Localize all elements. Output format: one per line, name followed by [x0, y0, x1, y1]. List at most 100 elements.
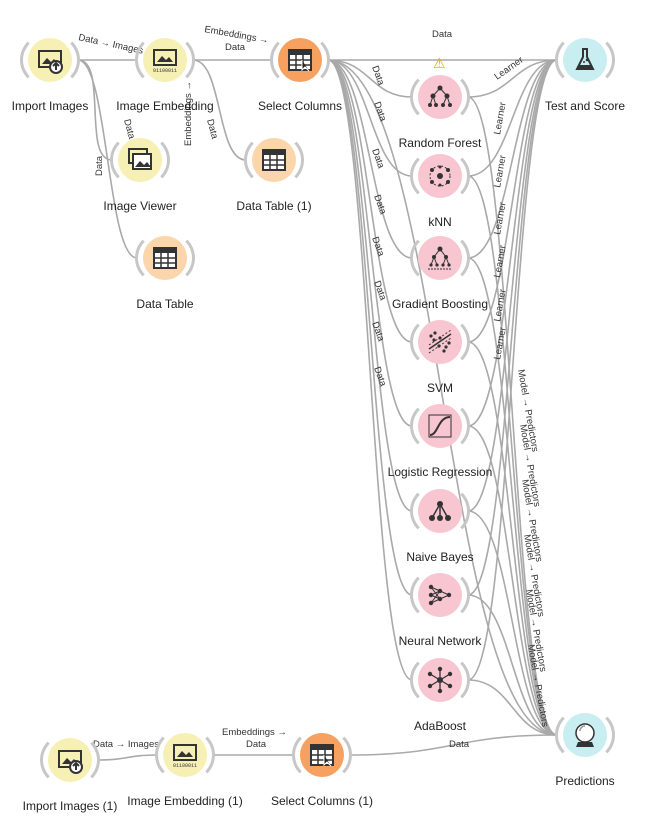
input-channel-arc[interactable] [410, 485, 462, 537]
input-channel-arc[interactable] [410, 316, 462, 368]
input-channel-arc[interactable] [135, 232, 187, 284]
flask-icon [575, 48, 595, 70]
widget-body[interactable] [418, 236, 462, 280]
svm-icon [428, 329, 452, 354]
widget-label-knn: kNN [428, 215, 452, 229]
widget-image-viewer[interactable] [110, 130, 170, 190]
link-select-naive-bayes[interactable] [327, 59, 413, 512]
output-channel-arc[interactable] [418, 485, 470, 537]
input-channel-arc[interactable] [292, 729, 344, 781]
widget-neural-network[interactable] [410, 565, 470, 625]
link-embedding-datatable1[interactable] [192, 59, 247, 161]
widget-import-images-1[interactable] [40, 730, 100, 790]
widget-test-and-score[interactable] [555, 30, 615, 90]
input-channel-arc[interactable] [270, 34, 322, 86]
input-channel-arc[interactable] [40, 734, 92, 786]
output-channel-arc[interactable] [418, 71, 470, 123]
widget-body[interactable] [563, 38, 607, 82]
input-channel-arc[interactable] [410, 232, 462, 284]
input-channel-arc[interactable] [155, 729, 207, 781]
widget-naive-bayes[interactable] [410, 481, 470, 541]
link-gradient-boosting-testscore[interactable] [467, 59, 558, 259]
link-knn-testscore[interactable] [467, 59, 558, 177]
output-channel-arc[interactable] [278, 34, 330, 86]
widget-body[interactable] [418, 404, 462, 448]
input-channel-arc[interactable] [410, 654, 462, 706]
link-import-viewer[interactable] [77, 59, 113, 161]
link-select1-predictions[interactable] [349, 734, 558, 756]
link-adaboost-testscore[interactable] [467, 59, 558, 681]
output-channel-arc[interactable] [418, 316, 470, 368]
input-channel-arc[interactable] [410, 71, 462, 123]
input-channel-arc[interactable] [20, 34, 72, 86]
input-channel-arc[interactable] [410, 569, 462, 621]
widget-body[interactable] [418, 75, 462, 119]
output-channel-arc[interactable] [418, 654, 470, 706]
widget-random-forest[interactable] [410, 67, 470, 127]
widget-data-table-1[interactable] [244, 130, 304, 190]
link-select-svm[interactable] [327, 59, 413, 343]
link-knn-predictions[interactable] [467, 175, 558, 736]
output-channel-arc[interactable] [563, 709, 615, 761]
output-channel-arc[interactable] [418, 150, 470, 202]
widget-logistic-regression[interactable] [410, 396, 470, 456]
link-select-knn[interactable] [327, 59, 413, 177]
output-channel-arc[interactable] [118, 134, 170, 186]
output-channel-arc[interactable] [252, 134, 304, 186]
output-channel-arc[interactable] [28, 34, 80, 86]
output-channel-arc[interactable] [300, 729, 352, 781]
link-select-adaboost[interactable] [327, 59, 413, 681]
warning-icon[interactable]: ⚠ [433, 55, 446, 71]
output-channel-arc[interactable] [418, 569, 470, 621]
link-adaboost-predictions[interactable] [467, 679, 558, 736]
link-svm-predictions[interactable] [467, 341, 558, 736]
widget-import-images[interactable] [20, 30, 80, 90]
widget-body[interactable] [28, 38, 72, 82]
link-gradient-boosting-predictions[interactable] [467, 257, 558, 736]
input-channel-arc[interactable] [135, 34, 187, 86]
link-label-data: Data [432, 29, 453, 40]
link-logistic-regression-testscore[interactable] [467, 59, 558, 427]
output-channel-arc[interactable] [418, 232, 470, 284]
widget-image-embedding-1[interactable]: 01100011 [155, 725, 215, 785]
link-import-datatable[interactable] [77, 59, 138, 259]
widget-svm[interactable] [410, 312, 470, 372]
link-naive-bayes-predictions[interactable] [467, 510, 558, 736]
widget-adaboost[interactable] [410, 650, 470, 710]
output-channel-arc[interactable] [48, 734, 100, 786]
output-channel-arc[interactable] [143, 34, 195, 86]
widget-gradient-boosting[interactable] [410, 228, 470, 288]
link-select-neural-network[interactable] [327, 59, 413, 596]
link-logistic-regression-predictions[interactable] [467, 425, 558, 736]
output-channel-arc[interactable] [418, 400, 470, 452]
link-random-forest-testscore[interactable] [467, 59, 558, 98]
link-select-random-forest[interactable] [327, 59, 413, 98]
input-channel-arc[interactable] [555, 709, 607, 761]
input-channel-arc[interactable] [410, 150, 462, 202]
output-channel-arc[interactable] [563, 34, 615, 86]
widget-predictions[interactable] [555, 705, 615, 765]
link-svm-testscore[interactable] [467, 59, 558, 343]
link-select-predictions[interactable] [327, 59, 558, 736]
input-channel-arc[interactable] [555, 34, 607, 86]
link-naive-bayes-testscore[interactable] [467, 59, 558, 512]
output-channel-arc[interactable] [143, 232, 195, 284]
widget-body[interactable] [418, 573, 462, 617]
widget-select-columns-1[interactable] [292, 725, 352, 785]
input-channel-arc[interactable] [244, 134, 296, 186]
input-channel-arc[interactable] [110, 134, 162, 186]
widget-body[interactable] [48, 738, 92, 782]
link-random-forest-predictions[interactable] [467, 96, 558, 736]
link-import1-embedding1[interactable] [97, 754, 158, 761]
input-channel-arc[interactable] [410, 400, 462, 452]
link-select-gradient-boosting[interactable] [327, 59, 413, 259]
output-channel-arc[interactable] [163, 729, 215, 781]
link-neural-network-testscore[interactable] [467, 59, 558, 596]
widget-label-import-images: Import Images [11, 99, 89, 113]
widget-knn[interactable] [410, 146, 470, 206]
widget-data-table[interactable] [135, 228, 195, 288]
widget-image-embedding[interactable]: 01100011 [135, 30, 195, 90]
link-neural-network-predictions[interactable] [467, 594, 558, 736]
widget-select-columns[interactable] [270, 30, 330, 90]
link-select-logistic-regression[interactable] [327, 59, 413, 427]
